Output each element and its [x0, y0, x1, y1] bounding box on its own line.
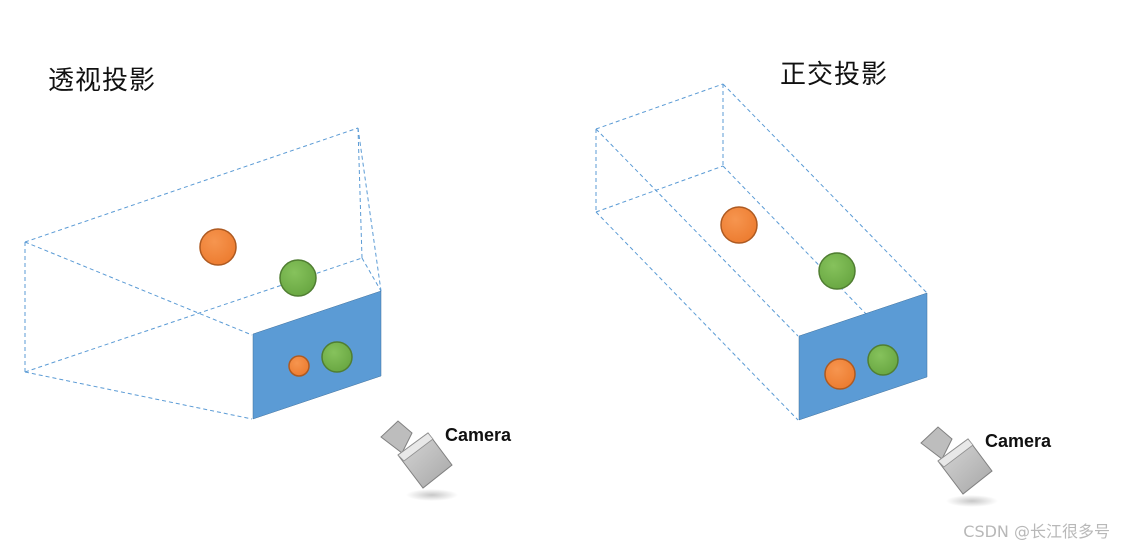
camera-icon [920, 426, 998, 507]
perspective-projection-plane [252, 290, 382, 420]
orthographic-projection-title: 正交投影 [780, 60, 889, 90]
camera-label-perspective: Camera [445, 425, 512, 445]
watermark: CSDN @长江很多号 [963, 522, 1110, 541]
orthographic-green-sphere [818, 252, 856, 290]
perspective-frustum [24, 127, 382, 420]
perspective-projected-green [321, 341, 353, 373]
perspective-projected-orange [288, 355, 310, 377]
orthographic-projected-green [867, 344, 899, 376]
orthographic-volume [595, 83, 928, 421]
orthographic-projection-plane [798, 292, 928, 421]
orthographic-orange-sphere [720, 206, 758, 244]
camera-icon [380, 420, 458, 501]
perspective-green-sphere [279, 259, 317, 297]
perspective-projection-title: 透视投影 [48, 66, 157, 96]
orthographic-projected-orange [824, 358, 856, 390]
perspective-orange-sphere [199, 228, 237, 266]
camera-label-orthographic: Camera [985, 431, 1052, 451]
